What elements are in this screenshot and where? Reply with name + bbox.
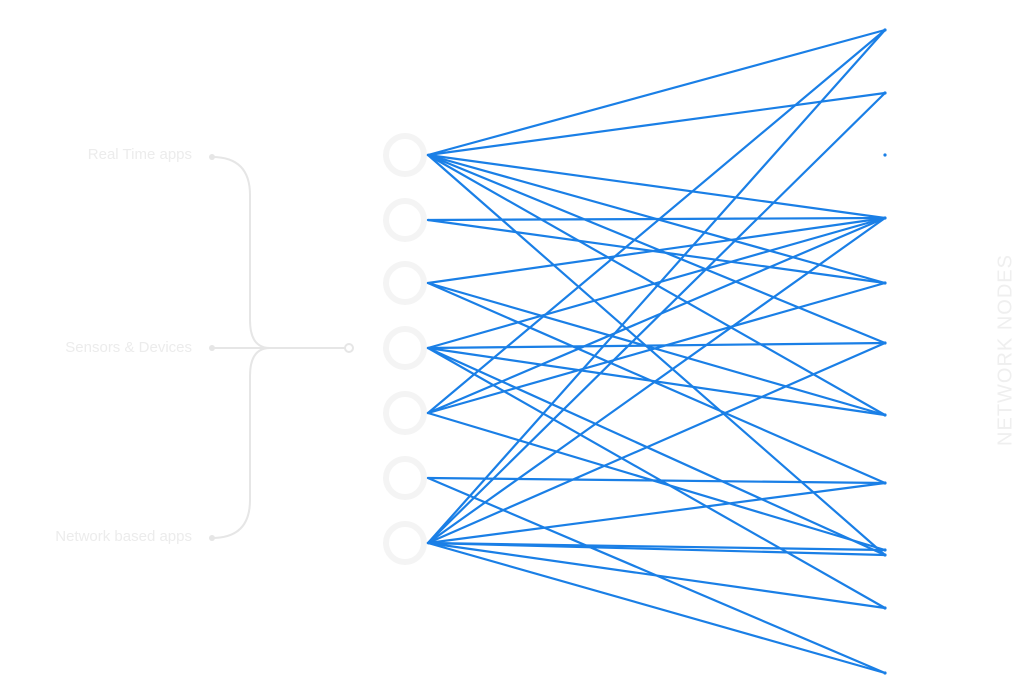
source-label-real-time-apps: Real Time apps	[87, 146, 192, 163]
connection-line	[426, 481, 887, 545]
bracket-dot	[209, 535, 215, 541]
network-node-2	[883, 153, 887, 157]
network-node-1	[883, 91, 887, 95]
hub-node-0	[383, 133, 427, 177]
hub-node-6	[383, 521, 427, 565]
network-node-11	[883, 671, 887, 675]
network-node-4	[883, 281, 887, 285]
hub-node-2	[383, 261, 427, 305]
hub-node-3	[383, 326, 427, 370]
connection-line	[426, 28, 887, 415]
bracket-dot	[209, 154, 215, 160]
source-label-network-based-apps: Network based apps	[55, 528, 192, 545]
network-node-8	[883, 548, 887, 552]
bracket-end-dot	[344, 343, 354, 353]
hub-column	[383, 133, 427, 565]
bracket-curve	[211, 156, 271, 539]
network-node-5	[883, 341, 887, 345]
connection-line	[426, 216, 887, 285]
connection-line	[426, 91, 887, 545]
connection-line	[426, 281, 887, 415]
network-node-9	[883, 553, 887, 557]
connection-line	[426, 541, 887, 610]
network-node-10	[883, 606, 887, 610]
connection-line	[426, 153, 887, 220]
bracket-dot	[209, 345, 215, 351]
hub-node-5	[383, 456, 427, 500]
connection-line	[426, 216, 887, 415]
connection-lines	[426, 28, 887, 675]
hub-node-1	[383, 198, 427, 242]
connection-line	[426, 541, 887, 557]
connection-line	[426, 281, 887, 485]
connection-line	[426, 216, 887, 350]
connection-line	[426, 541, 887, 675]
connection-line	[426, 216, 887, 545]
connection-line	[426, 28, 887, 545]
source-label-sensors-devices: Sensors & Devices	[65, 339, 192, 356]
hub-node-4	[383, 391, 427, 435]
connection-line	[426, 28, 887, 157]
network-node-6	[883, 413, 887, 417]
connection-line	[426, 341, 887, 350]
connection-line	[426, 216, 887, 222]
connection-line	[426, 153, 887, 345]
connection-line	[426, 91, 887, 157]
network-node-3	[883, 216, 887, 220]
network-node-0	[883, 28, 887, 32]
connection-line	[426, 341, 887, 545]
network-node-7	[883, 481, 887, 485]
connection-line	[426, 476, 887, 485]
network-nodes-title: NETWORK NODES	[994, 254, 1017, 446]
connection-line	[426, 153, 887, 557]
source-bracket	[209, 154, 354, 541]
connection-line	[426, 346, 887, 557]
